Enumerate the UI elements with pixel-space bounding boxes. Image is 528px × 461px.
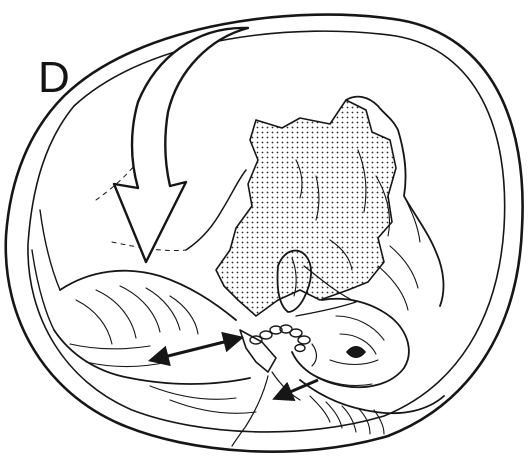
double-headed-arrow-icon — [152, 338, 240, 360]
stippled-region — [216, 100, 396, 316]
dark-spindle-mark — [346, 346, 366, 358]
tissue-left-edge — [32, 210, 60, 330]
large-curved-arrow-icon — [114, 28, 248, 262]
thin-connecting-lines — [232, 372, 300, 446]
tissue-lower-right — [300, 380, 444, 434]
tissue-right-lobe — [292, 299, 409, 387]
bead-chain — [250, 325, 317, 366]
